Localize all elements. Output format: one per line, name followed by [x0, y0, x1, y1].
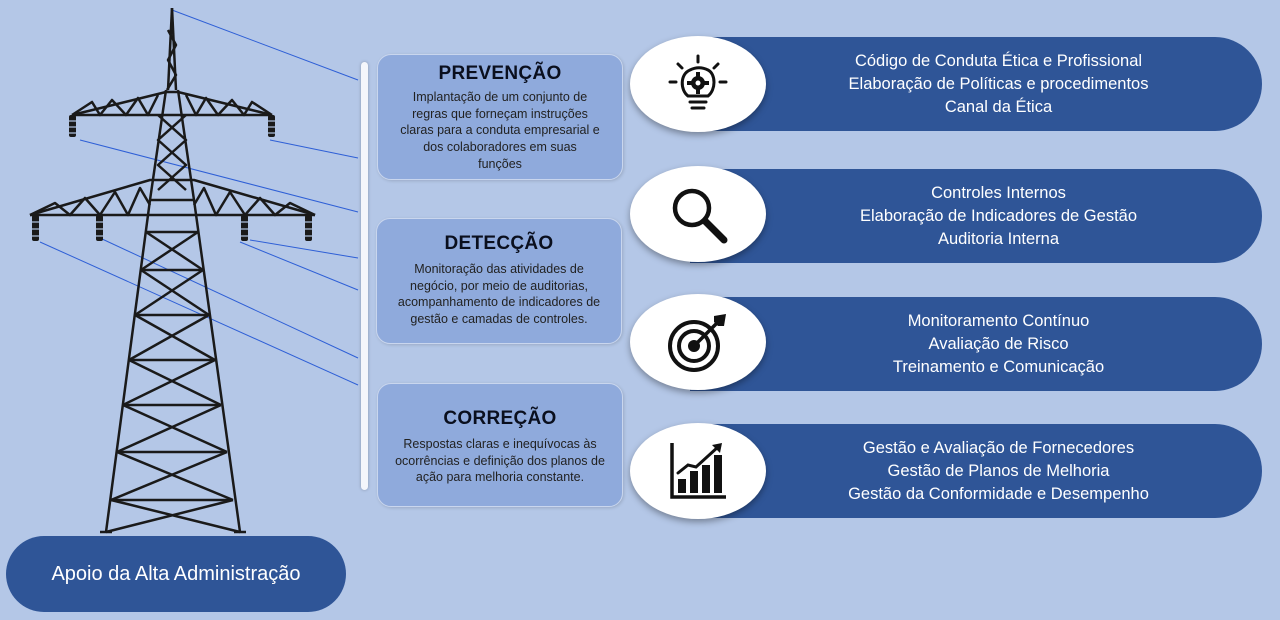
pill-item: Gestão e Avaliação de Fornecedores	[862, 438, 1135, 457]
base-label-alta-administracao: Apoio da Alta Administração	[6, 536, 346, 612]
pill-item: Canal da Ética	[944, 97, 1053, 116]
target-arrow-icon	[668, 314, 726, 372]
icon-circle-deteccao	[630, 166, 766, 262]
box-description-correcao: Respostas claras e inequívocas às ocorrê…	[395, 437, 605, 485]
pill-item: Gestão da Conformidade e Desempenho	[848, 484, 1149, 503]
pill-item: Treinamento e Comunicação	[892, 357, 1105, 376]
base-label-text: Apoio da Alta Administração	[51, 562, 301, 585]
pill-item: Monitoramento Contínuo	[907, 311, 1090, 330]
box-prevencao: PREVENÇÃO Implantação de um conjunto de …	[377, 54, 623, 180]
box-title-prevencao: PREVENÇÃO	[438, 63, 562, 84]
box-title-correcao: CORREÇÃO	[443, 408, 557, 429]
pill-item: Avaliação de Risco	[928, 334, 1069, 353]
lightbulb-gear-icon	[668, 54, 728, 110]
box-description-deteccao: Monitoração das atividades de negócio, p…	[397, 262, 601, 326]
icon-circle-gestao	[630, 423, 766, 519]
tower-frame	[29, 7, 316, 534]
magnifier-icon	[672, 188, 728, 244]
vertical-divider	[361, 62, 368, 490]
pill-item: Auditoria Interna	[937, 229, 1060, 248]
pill-prevencao-items: Código de Conduta Ética e Profissional E…	[690, 37, 1262, 131]
pill-item: Elaboração de Políticas e procedimentos	[848, 74, 1149, 93]
box-correcao: CORREÇÃO Respostas claras e inequívocas …	[377, 383, 623, 507]
pill-item: Gestão de Planos de Melhoria	[887, 461, 1110, 480]
pill-item: Elaboração de Indicadores de Gestão	[859, 206, 1138, 225]
box-title-deteccao: DETECÇÃO	[444, 233, 554, 254]
pill-deteccao-items: Controles Internos Elaboração de Indicad…	[690, 169, 1262, 263]
icon-circle-prevencao	[630, 36, 766, 132]
pill-item: Código de Conduta Ética e Profissional	[854, 51, 1143, 70]
icon-circle-correcao	[630, 294, 766, 390]
pill-correcao-items: Monitoramento Contínuo Avaliação de Risc…	[690, 297, 1262, 391]
box-deteccao: DETECÇÃO Monitoração das atividades de n…	[376, 218, 622, 344]
pill-gestao-items: Gestão e Avaliação de Fornecedores Gestã…	[690, 424, 1262, 518]
growth-chart-icon	[670, 443, 726, 499]
pill-item: Controles Internos	[931, 183, 1066, 202]
box-description-prevencao: Implantação de um conjunto de regras que…	[400, 90, 600, 171]
transmission-tower-illustration	[29, 7, 359, 534]
